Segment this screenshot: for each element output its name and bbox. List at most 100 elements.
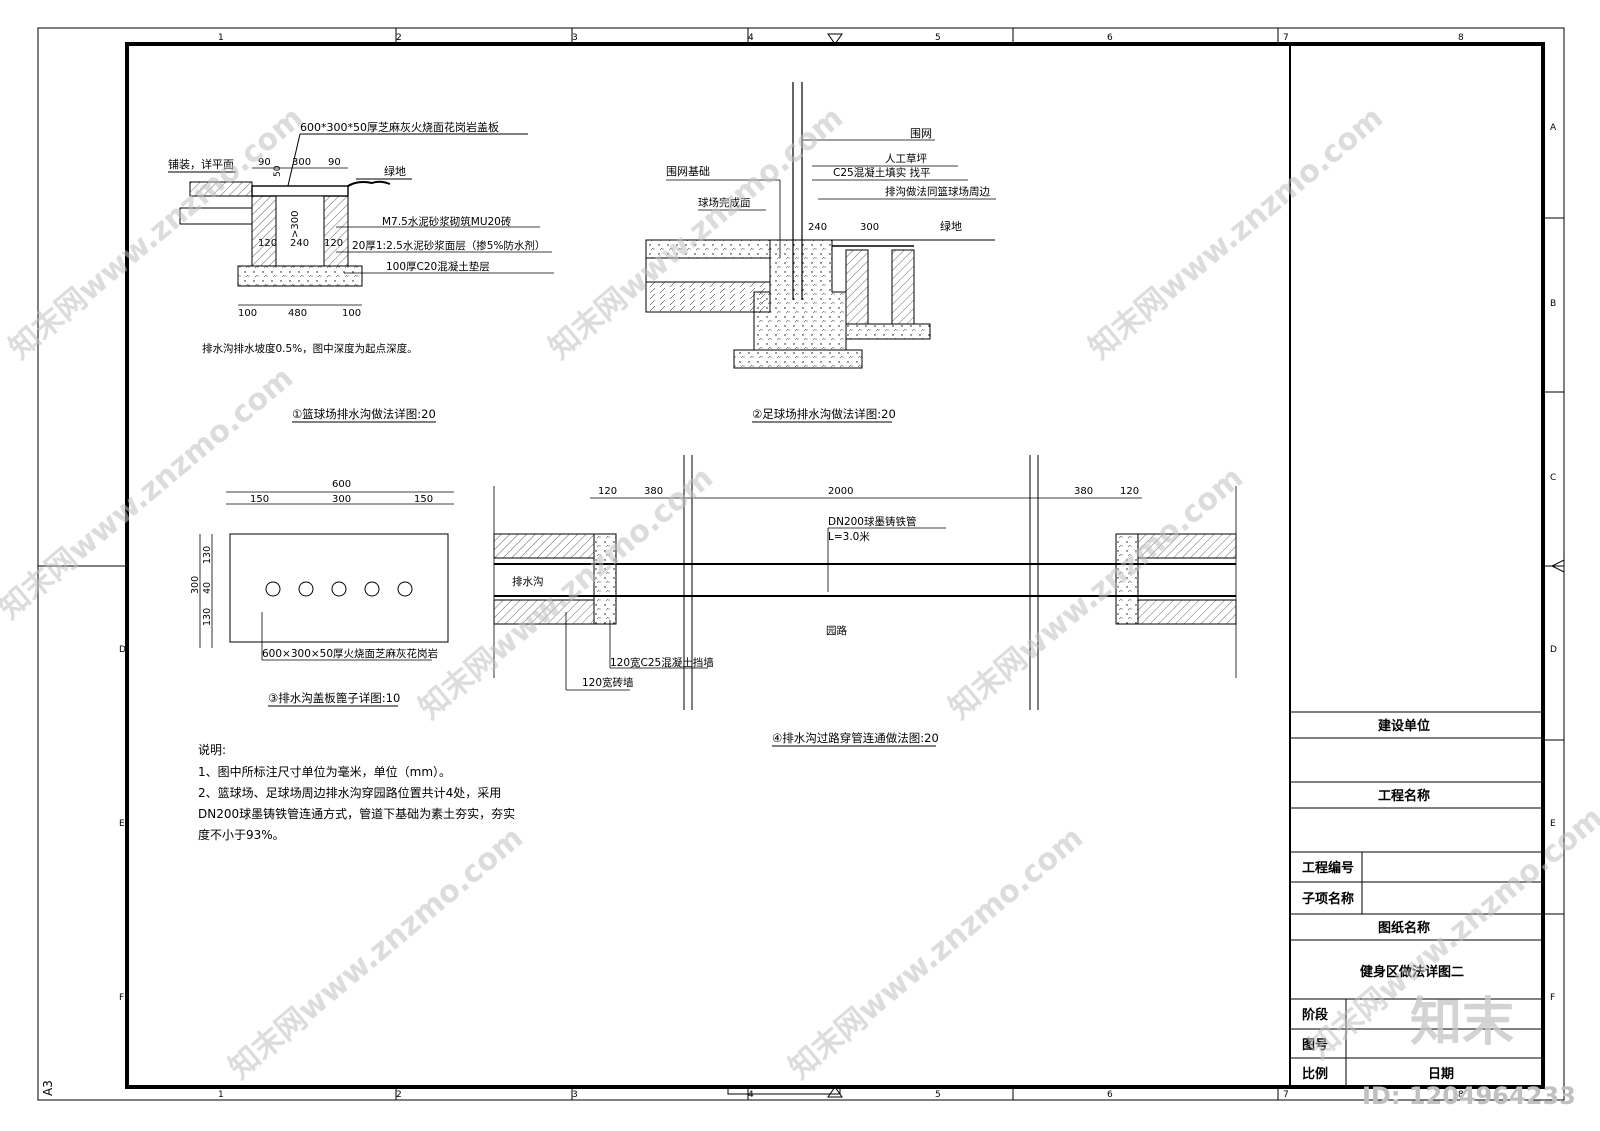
row-marker: F xyxy=(119,993,124,1003)
svg-text:120: 120 xyxy=(1120,486,1139,497)
svg-text:知末网www.znzmo.com: 知末网www.znzmo.com xyxy=(943,460,1250,726)
row-marker: F xyxy=(1550,993,1555,1003)
title-block xyxy=(1290,711,1543,1087)
svg-text:40: 40 xyxy=(202,582,213,594)
column-marker: 2 xyxy=(396,33,402,43)
svg-text:600×300×50厚火烧面芝麻灰花岗岩: 600×300×50厚火烧面芝麻灰花岗岩 xyxy=(262,647,438,660)
column-marker: 6 xyxy=(1107,1090,1113,1100)
svg-text:2000: 2000 xyxy=(828,486,853,497)
svg-text:90: 90 xyxy=(328,157,341,168)
sheet-size-label: A3 xyxy=(41,1080,55,1096)
svg-text:300: 300 xyxy=(292,157,311,168)
svg-text:说明:: 说明: xyxy=(198,742,226,757)
tb-sub-item: 子项名称 xyxy=(1302,891,1354,907)
svg-text:380: 380 xyxy=(1074,486,1093,497)
svg-text:2、篮球场、足球场周边排水沟穿园路位置共计4处，采用: 2、篮球场、足球场周边排水沟穿园路位置共计4处，采用 xyxy=(198,785,501,800)
tb-sheet-no: 图号 xyxy=(1302,1038,1328,1053)
column-marker: 7 xyxy=(1283,1090,1289,1100)
plaster-note: 20厚1:2.5水泥砂浆面层（掺5%防水剂） xyxy=(352,239,545,252)
watermark-id: ID: 1204964233 xyxy=(1362,1082,1576,1110)
svg-text:50: 50 xyxy=(273,165,283,177)
bottom-scale-bar xyxy=(727,1086,841,1095)
detail-1-basketball-drain: 600*300*50厚芝麻灰火烧面花岗岩盖板 铺装，详平面 绿地 90 300 … xyxy=(168,120,554,423)
svg-text:围网: 围网 xyxy=(910,127,932,140)
svg-text:>300: >300 xyxy=(290,211,301,238)
svg-text:150: 150 xyxy=(414,494,433,505)
svg-text:知末网www.znzmo.com: 知末网www.znzmo.com xyxy=(223,820,530,1086)
svg-text:DN200球墨铸铁管连通方式，管道下基础为素土夯实，夯实: DN200球墨铸铁管连通方式，管道下基础为素土夯实，夯实 xyxy=(198,806,515,821)
svg-text:600: 600 xyxy=(332,479,351,490)
column-marker: 3 xyxy=(572,33,578,43)
svg-text:排水沟: 排水沟 xyxy=(512,575,544,588)
column-marker: 2 xyxy=(396,1090,402,1100)
svg-text:人工草坪: 人工草坪 xyxy=(885,152,927,165)
slope-note: 排水沟排水坡度0.5%，图中深度为起点深度。 xyxy=(202,342,418,355)
tb-stage: 阶段 xyxy=(1302,1007,1328,1023)
svg-text:1、图中所标注尺寸单位为毫米，单位（mm）。: 1、图中所标注尺寸单位为毫米，单位（mm）。 xyxy=(198,764,451,779)
svg-text:100: 100 xyxy=(238,308,257,319)
row-marker: D xyxy=(119,645,126,655)
tb-client: 建设单位 xyxy=(1378,718,1430,734)
svg-text:围网基础: 围网基础 xyxy=(666,165,710,178)
svg-text:480: 480 xyxy=(288,308,307,319)
row-marker: E xyxy=(119,819,125,829)
detail-3-cover-grate: 600 150 300 150 300 130 40 130 600×300×5… xyxy=(190,479,454,707)
svg-text:120宽砖墙: 120宽砖墙 xyxy=(582,676,634,689)
svg-text:100: 100 xyxy=(342,308,361,319)
row-marker: E xyxy=(1550,819,1556,829)
detail-2-title: ②足球场排水沟做法详图:20 xyxy=(752,407,896,421)
detail-3-title: ③排水沟盖板篦子详图:10 xyxy=(268,691,400,705)
column-marker: 3 xyxy=(572,1090,578,1100)
wall-note: M7.5水泥砂浆砌筑MU20砖 xyxy=(382,215,512,228)
row-marker: D xyxy=(1550,645,1557,655)
column-marker: 5 xyxy=(935,1090,941,1100)
svg-text:300: 300 xyxy=(190,576,201,594)
svg-text:度不小于93%。: 度不小于93%。 xyxy=(198,827,285,842)
tb-drawing-title: 健身区做法详图二 xyxy=(1360,964,1464,980)
base-note: 100厚C20混凝土垫层 xyxy=(386,260,490,273)
svg-text:150: 150 xyxy=(250,494,269,505)
svg-text:240: 240 xyxy=(290,238,309,249)
grid-ticks xyxy=(38,28,1564,1100)
tb-date: 日期 xyxy=(1428,1067,1454,1082)
svg-text:知末网www.znzmo.com: 知末网www.znzmo.com xyxy=(783,820,1090,1086)
tb-project: 工程名称 xyxy=(1378,788,1430,804)
svg-text:120: 120 xyxy=(258,238,277,249)
svg-text:园路: 园路 xyxy=(826,624,847,637)
svg-text:130: 130 xyxy=(202,608,213,626)
column-marker: 4 xyxy=(748,33,754,43)
svg-text:120: 120 xyxy=(598,486,617,497)
svg-text:知末网www.znzmo.com: 知末网www.znzmo.com xyxy=(1083,100,1390,366)
svg-text:90: 90 xyxy=(258,157,271,168)
row-markers-left: D E F xyxy=(119,645,126,1003)
column-marker: 4 xyxy=(748,1090,754,1100)
column-marker: 1 xyxy=(218,1090,224,1100)
column-marker: 5 xyxy=(935,33,941,43)
column-marker: 6 xyxy=(1107,33,1113,43)
center-markers xyxy=(827,33,1565,1098)
svg-text:绿地: 绿地 xyxy=(940,219,962,233)
svg-text:C25混凝土填实 找平: C25混凝土填实 找平 xyxy=(833,166,931,179)
detail-4-road-crossing: 120 380 2000 380 120 排水沟 DN200球墨铸铁管 L=3.… xyxy=(493,455,1237,747)
svg-text:DN200球墨铸铁管: DN200球墨铸铁管 xyxy=(828,515,916,528)
tb-drawing-name: 图纸名称 xyxy=(1378,920,1430,936)
svg-text:130: 130 xyxy=(202,546,213,564)
cover-note: 600*300*50厚芝麻灰火烧面花岗岩盖板 xyxy=(300,120,499,134)
svg-text:120宽C25混凝土挡墙: 120宽C25混凝土挡墙 xyxy=(610,656,714,669)
detail-2-football-drain: 围网 围网基础 人工草坪 C25混凝土填实 找平 排沟做法同篮球场周边 球场完成… xyxy=(645,82,996,423)
column-marker: 8 xyxy=(1458,33,1464,43)
green-label: 绿地 xyxy=(384,164,406,178)
svg-text:380: 380 xyxy=(644,486,663,497)
svg-text:排沟做法同篮球场周边: 排沟做法同篮球场周边 xyxy=(885,185,990,198)
column-marker: 8 xyxy=(1458,1090,1464,1100)
detail-1-title: ①篮球场排水沟做法详图:20 xyxy=(292,407,436,421)
row-marker: C xyxy=(1550,473,1556,483)
svg-text:L=3.0米: L=3.0米 xyxy=(828,530,870,543)
tb-scale: 比例 xyxy=(1302,1066,1328,1082)
svg-text:300: 300 xyxy=(860,222,879,233)
svg-text:球场完成面: 球场完成面 xyxy=(698,196,751,209)
column-marker: 7 xyxy=(1283,33,1289,43)
